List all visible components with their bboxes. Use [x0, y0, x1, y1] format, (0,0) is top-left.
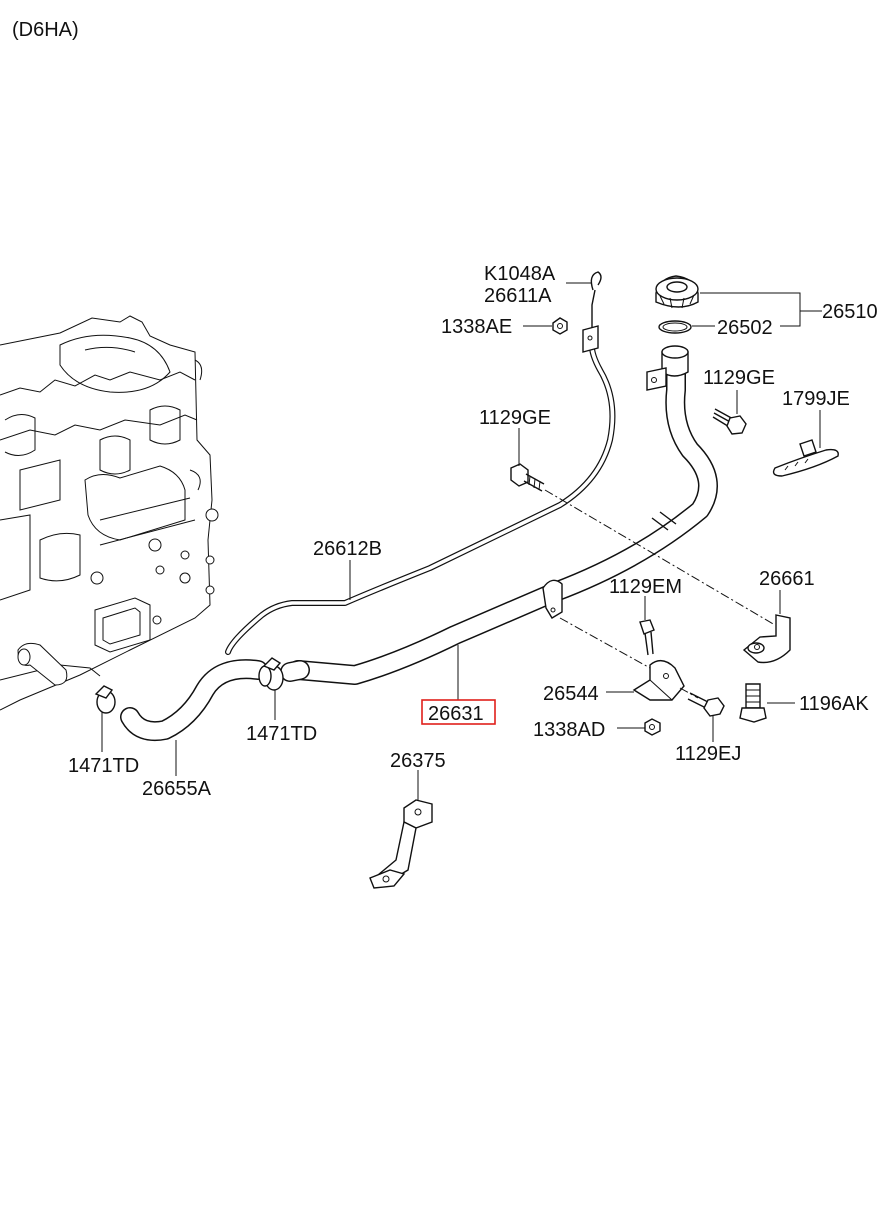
- filler-pipe[interactable]: [288, 345, 718, 685]
- hose-stub: [280, 660, 310, 682]
- engine-block: [0, 315, 219, 711]
- alignment-line-ge: [544, 489, 776, 626]
- bracket-26544[interactable]: [632, 660, 685, 701]
- label-1338ae: 1338AE: [441, 316, 512, 338]
- o-ring[interactable]: [658, 320, 692, 334]
- label-26502: 26502: [717, 317, 773, 339]
- label-1196ak: 1196AK: [799, 693, 869, 715]
- label-1471td-right: 1471TD: [246, 723, 317, 745]
- label-1338ad: 1338AD: [533, 719, 605, 741]
- leader-lines: [101, 282, 822, 800]
- label-26611a: 26611A: [484, 285, 552, 307]
- label-26655a: 26655A: [142, 778, 212, 800]
- hose-clamp-left[interactable]: [94, 685, 116, 714]
- alignment-line-em: [559, 617, 651, 669]
- engine-code-label: (D6HA): [12, 19, 79, 41]
- bolt-1196ak[interactable]: [739, 683, 767, 723]
- label-1471td-left: 1471TD: [68, 755, 139, 777]
- label-26631: 26631: [428, 703, 484, 725]
- label-26375: 26375: [390, 750, 446, 772]
- nut-1338ad[interactable]: [644, 718, 661, 736]
- bolt-1129em[interactable]: [639, 619, 655, 656]
- alignment-line-ej: [679, 687, 699, 699]
- label-26510: 26510: [822, 301, 878, 323]
- bracket-26661[interactable]: [742, 614, 791, 664]
- label-1129ej: 1129EJ: [675, 743, 741, 765]
- cable-tie[interactable]: [772, 439, 839, 477]
- highlight-box: [421, 699, 496, 725]
- nut-1338ae[interactable]: [552, 317, 568, 335]
- bracket-26375[interactable]: [369, 799, 433, 889]
- dipstick-guide[interactable]: [225, 271, 616, 655]
- hose-clamp-right[interactable]: [258, 657, 284, 691]
- label-1129ge-right: 1129GE: [703, 367, 775, 389]
- label-26612b: 26612B: [313, 538, 382, 560]
- filler-cap[interactable]: [655, 275, 699, 309]
- label-26544: 26544: [543, 683, 599, 705]
- pipe-clamp-bracket: [542, 579, 563, 619]
- bolt-1129ge-left[interactable]: [510, 463, 545, 492]
- highlighted-part-26631[interactable]: 26631: [421, 699, 496, 725]
- label-1799je: 1799JE: [782, 388, 850, 410]
- label-k1048a: K1048A: [484, 263, 556, 285]
- bolt-1129ge-right[interactable]: [712, 408, 747, 435]
- label-26661: 26661: [759, 568, 815, 590]
- hose-26655a[interactable]: [120, 659, 268, 742]
- label-1129ge-left: 1129GE: [479, 407, 551, 429]
- label-1129em: 1129EM: [609, 576, 682, 598]
- bolt-1129ej[interactable]: [687, 692, 725, 717]
